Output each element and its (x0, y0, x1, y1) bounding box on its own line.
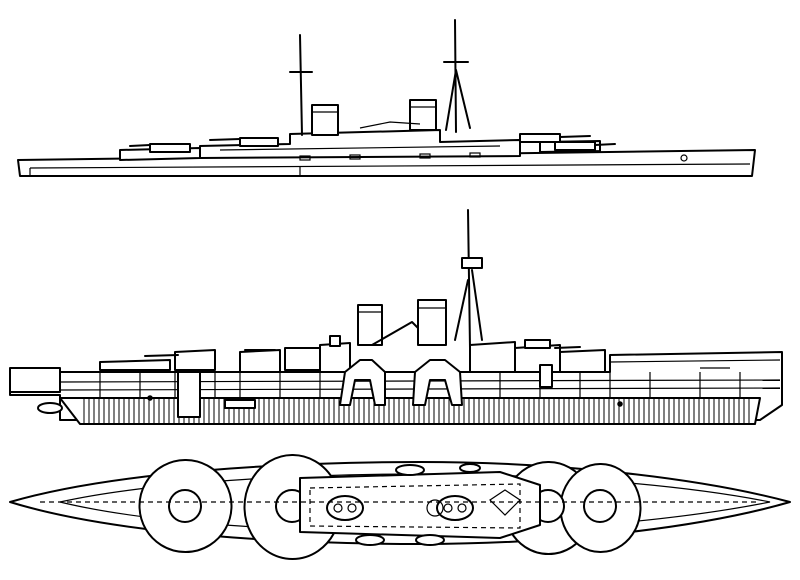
underwater-hatching (59, 397, 761, 425)
small-fore-mast (299, 34, 303, 136)
large-funnel-1 (357, 304, 383, 346)
large-funnel-2 (417, 299, 447, 346)
large-main-mast (467, 209, 471, 349)
boat-crane-2 (412, 359, 463, 406)
small-funnel-2 (409, 99, 437, 131)
small-funnel-1 (311, 104, 339, 136)
boat-crane-1 (339, 359, 386, 406)
plan-view (9, 454, 791, 560)
small-profile-view (17, 19, 756, 177)
large-profile-view (9, 209, 783, 425)
small-superstructure (199, 129, 521, 159)
